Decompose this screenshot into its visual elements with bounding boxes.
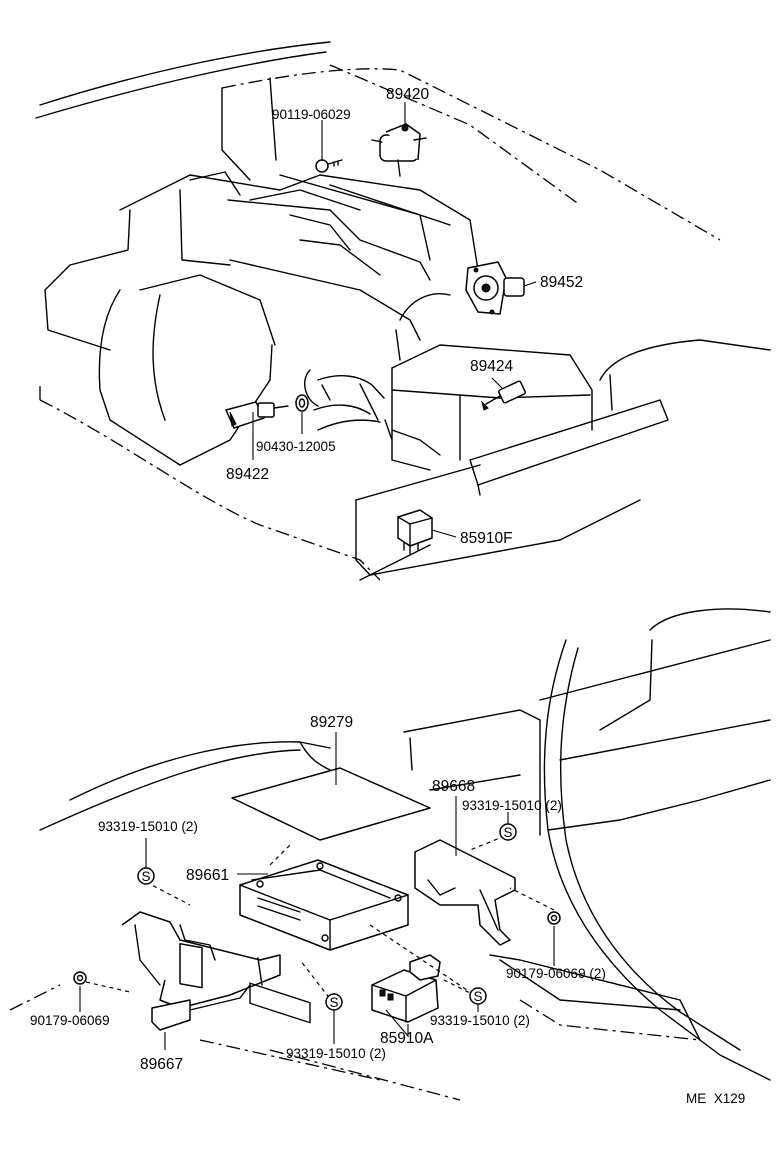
label-85910A: 85910A <box>380 1030 434 1047</box>
washer-symbol-b: S <box>325 993 343 1011</box>
label-89668: 89668 <box>432 778 475 795</box>
leader-lines-bottom <box>79 732 555 1050</box>
label-93319-15010-tl: 93319-15010 (2) <box>98 819 198 834</box>
svg-text:S: S <box>473 989 482 1004</box>
label-85910F: 85910F <box>460 530 513 547</box>
svg-text:S: S <box>503 825 512 840</box>
label-93319-15010-tr: 93319-15010 (2) <box>462 798 562 813</box>
label-90179-06069-l: 90179-06069 <box>30 1013 110 1028</box>
label-93319-15010-br: 93319-15010 (2) <box>430 1013 530 1028</box>
washer-symbol-tl: S <box>137 867 155 885</box>
engine-compartment-view <box>35 41 771 581</box>
part-labels: 89420 90119-06029 89452 89424 90430-1200… <box>30 86 745 1106</box>
vacuum-switching-valve-89420 <box>371 123 427 177</box>
label-90179-06069-r: 90179-06069 (2) <box>506 966 606 981</box>
bolt-90119-06029 <box>315 159 343 173</box>
reference-code: ME X129 <box>686 1091 745 1106</box>
leader-lines-top <box>252 102 537 538</box>
label-89422: 89422 <box>226 466 269 483</box>
label-89420: 89420 <box>386 86 429 103</box>
water-temp-sensor-89422 <box>225 401 289 429</box>
washer-symbol-br: S <box>469 987 487 1005</box>
relay-85910F <box>397 509 433 555</box>
washer-symbol-tr: S <box>499 823 517 841</box>
throttle-position-sensor-89452 <box>465 261 525 315</box>
interior-view <box>9 608 771 1101</box>
intake-air-temp-sensor-89424 <box>481 380 526 411</box>
label-89667: 89667 <box>140 1056 183 1073</box>
gasket-90430-12005 <box>295 394 309 412</box>
label-90430-12005: 90430-12005 <box>256 439 336 454</box>
svg-text:S: S <box>141 869 150 884</box>
label-90119-06029: 90119-06029 <box>272 107 351 122</box>
svg-text:S: S <box>329 995 338 1010</box>
label-89661: 89661 <box>186 867 229 884</box>
label-89452: 89452 <box>540 274 583 291</box>
label-89279: 89279 <box>310 714 353 731</box>
label-93319-15010-b: 93319-15010 (2) <box>286 1046 386 1061</box>
label-89424: 89424 <box>470 358 513 375</box>
